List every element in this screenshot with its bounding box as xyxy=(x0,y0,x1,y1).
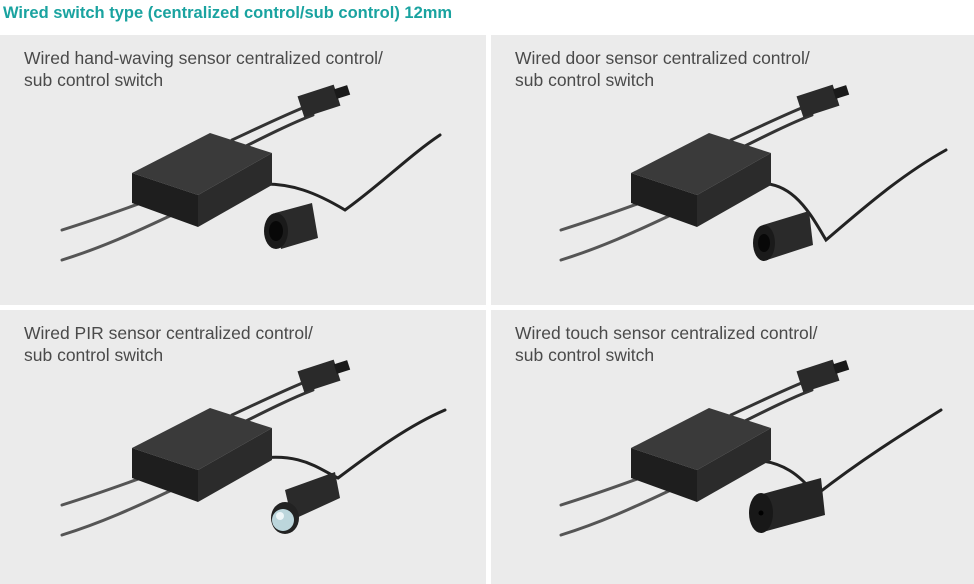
caption-line-2: sub control switch xyxy=(24,70,164,90)
connector-icon xyxy=(796,84,850,118)
page-title: Wired switch type (centralized control/s… xyxy=(3,4,453,22)
control-box-icon xyxy=(132,408,272,502)
connector-icon xyxy=(796,359,850,393)
caption-line-1: Wired hand-waving sensor centralized con… xyxy=(24,48,383,68)
product-image-hand-waving xyxy=(60,84,442,262)
cables xyxy=(559,105,948,262)
product-card-door[interactable]: Wired door sensor centralized control/ s… xyxy=(491,35,974,305)
sensor-icon xyxy=(264,203,318,249)
connector-icon xyxy=(297,84,351,118)
connector-icon xyxy=(297,359,351,393)
product-caption: Wired touch sensor centralized control/ … xyxy=(515,322,955,366)
caption-line-2: sub control switch xyxy=(24,345,164,365)
product-caption: Wired hand-waving sensor centralized con… xyxy=(24,47,464,91)
control-box-icon xyxy=(631,408,771,502)
caption-line-1: Wired door sensor centralized control/ xyxy=(515,48,810,68)
product-image-pir xyxy=(60,359,447,537)
product-card-pir[interactable]: Wired PIR sensor centralized control/ su… xyxy=(0,310,486,584)
caption-line-1: Wired touch sensor centralized control/ xyxy=(515,323,818,343)
sensor-icon xyxy=(753,211,813,261)
pir-sensor-icon xyxy=(271,472,340,534)
product-image-touch xyxy=(559,359,943,537)
product-caption: Wired PIR sensor centralized control/ su… xyxy=(24,322,464,366)
product-card-touch[interactable]: Wired touch sensor centralized control/ … xyxy=(491,310,974,584)
caption-line-1: Wired PIR sensor centralized control/ xyxy=(24,323,313,343)
product-image-door xyxy=(559,84,948,262)
product-card-hand-waving[interactable]: Wired hand-waving sensor centralized con… xyxy=(0,35,486,305)
control-box-icon xyxy=(631,133,771,227)
caption-line-2: sub control switch xyxy=(515,70,655,90)
touch-sensor-icon xyxy=(749,478,825,533)
control-box-icon xyxy=(132,133,272,227)
caption-line-2: sub control switch xyxy=(515,345,655,365)
product-caption: Wired door sensor centralized control/ s… xyxy=(515,47,955,91)
